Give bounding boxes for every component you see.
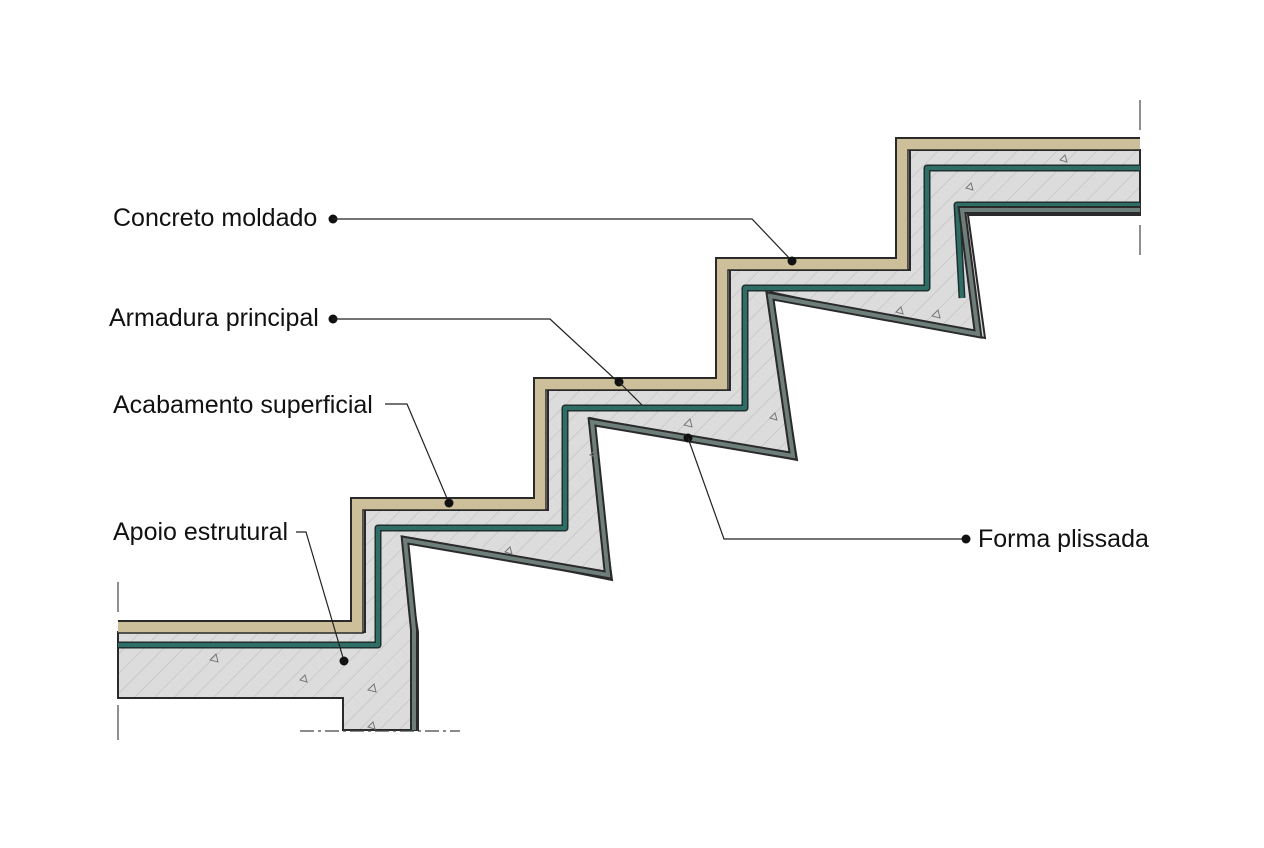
label-acabamento-superficial: Acabamento superficial xyxy=(113,391,373,419)
surface-finish-outline-bottom xyxy=(118,149,1140,634)
secondary-rebar xyxy=(953,201,1140,299)
aggregate-marks xyxy=(209,154,1068,730)
label-concreto-moldado: Concreto moldado xyxy=(113,204,317,232)
label-forma-plissada: Forma plissada xyxy=(978,525,1149,553)
concrete-body xyxy=(117,149,1141,731)
callout-forma-plissada: Forma plissada xyxy=(683,433,1149,553)
label-armadura-principal: Armadura principal xyxy=(109,304,319,332)
surface-finish-layer xyxy=(118,138,1140,633)
label-apoio-estrutural: Apoio estrutural xyxy=(113,518,288,546)
callout-apoio-estrutural: Apoio estrutural xyxy=(113,518,349,666)
callout-armadura-principal: Armadura principal xyxy=(109,304,643,406)
callout-acabamento-superficial: Acabamento superficial xyxy=(113,391,454,508)
break-lines xyxy=(117,100,1141,740)
surface-finish-outline-top xyxy=(118,137,1140,622)
callout-concreto-moldado: Concreto moldado xyxy=(113,204,797,266)
